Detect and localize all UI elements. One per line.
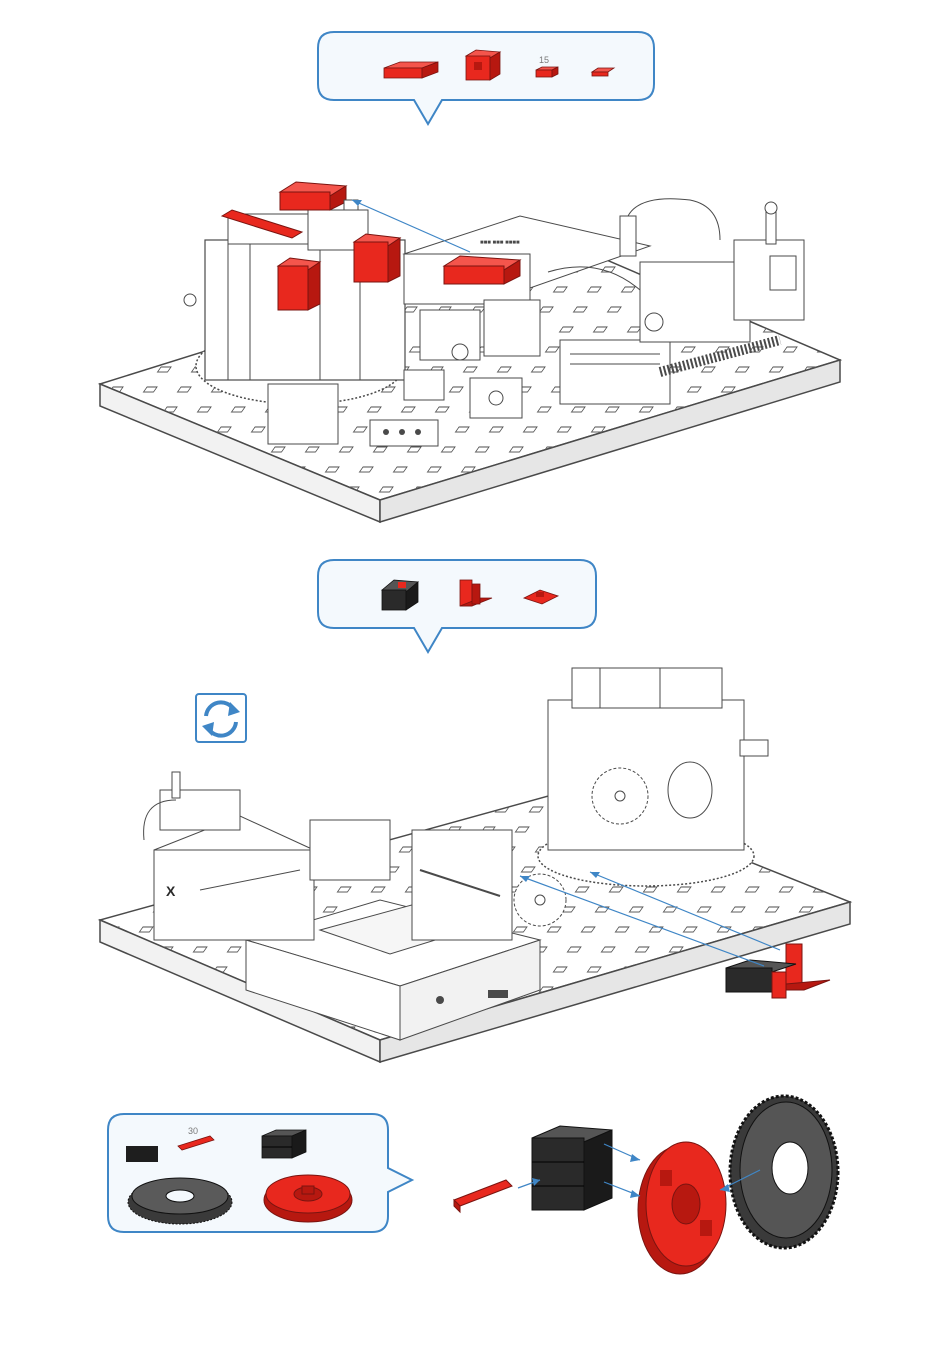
motor-block-left: X: [144, 772, 314, 940]
quantity-label-15: 15: [539, 55, 549, 65]
parts-callout-1: 15: [318, 32, 654, 124]
building-block-red-cube-part: [466, 50, 500, 80]
turntable-tower-2: [538, 668, 768, 886]
rotate-model-icon: [196, 694, 246, 742]
red-hub-part: [264, 1175, 352, 1222]
gear-hub-subassembly: [454, 1096, 838, 1274]
svg-text:■■■ ■■■ ■■■■: ■■■ ■■■ ■■■■: [480, 240, 520, 246]
quantity-label-30: 30: [188, 1126, 198, 1136]
black-block-part: [126, 1146, 158, 1162]
black-block-stack: [532, 1126, 612, 1210]
red-hub-large: [638, 1142, 726, 1274]
parts-callout-3: 30: [108, 1114, 412, 1232]
black-gear-wheel-part: [128, 1178, 232, 1224]
black-building-block-stack-part: [262, 1130, 306, 1158]
model-step-1: ■■■ ■■■ ■■■■: [100, 182, 840, 522]
red-axle: [454, 1180, 512, 1212]
svg-text:X: X: [166, 883, 176, 899]
parts-callout-2: [318, 560, 596, 652]
black-gear-large: [730, 1096, 838, 1248]
